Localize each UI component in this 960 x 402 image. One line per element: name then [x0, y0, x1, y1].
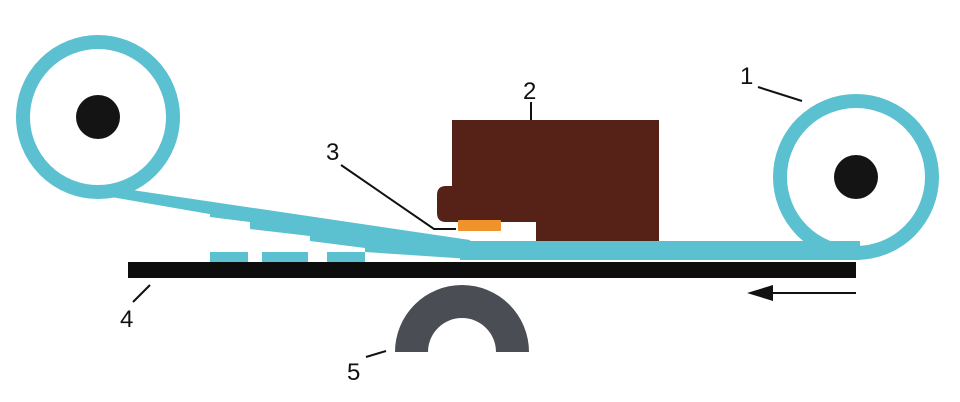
callout-5-leader: [365, 350, 387, 358]
right-ribbon-roll-ring: [773, 94, 939, 260]
callout-5-label: 5: [347, 359, 360, 386]
callout-3-leader: [340, 164, 456, 230]
right-ribbon-roll: [773, 94, 939, 260]
print-medium: [128, 262, 856, 278]
callout-4-label: 4: [120, 306, 133, 333]
callout-3-label: 3: [326, 139, 339, 166]
left-spool-hub: [76, 95, 120, 139]
ribbon-flat-run: [460, 241, 860, 260]
callout-1-leader: [757, 86, 803, 102]
transferred-ink-piece: [210, 252, 248, 262]
left-ribbon-roll: [16, 35, 180, 199]
feed-direction-arrow: [747, 285, 856, 301]
callout-1-label: 1: [740, 63, 753, 90]
arrow-head: [747, 285, 773, 301]
print-head: [437, 120, 659, 241]
transferred-ink-piece: [262, 252, 308, 262]
print-head-body: [437, 120, 659, 241]
platen-roller: [395, 285, 529, 352]
ribbon-lower-face: [88, 193, 470, 259]
callout-4-leader: [132, 284, 151, 303]
right-spool-hub: [834, 155, 878, 199]
callout-2-label: 2: [523, 78, 536, 105]
transferred-ink-pieces: [210, 252, 365, 262]
heating-element: [458, 220, 501, 231]
transferred-ink-piece: [327, 252, 365, 262]
